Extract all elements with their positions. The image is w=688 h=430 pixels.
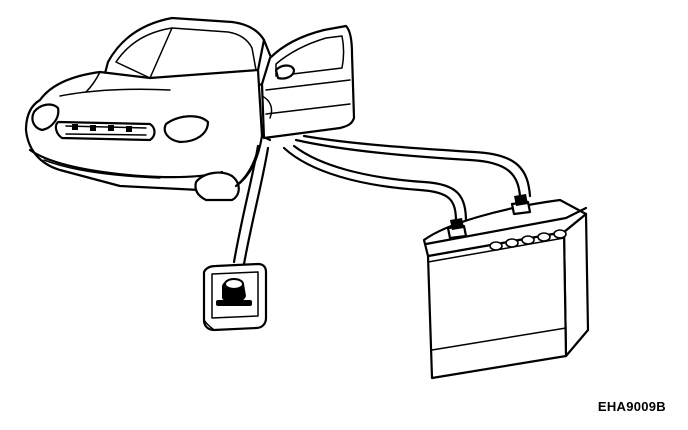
battery — [422, 194, 590, 380]
figure-code: EHA9009B — [597, 399, 666, 414]
remote-switch — [202, 262, 268, 332]
car-illustration — [24, 16, 356, 202]
jumper-cables — [232, 134, 532, 266]
